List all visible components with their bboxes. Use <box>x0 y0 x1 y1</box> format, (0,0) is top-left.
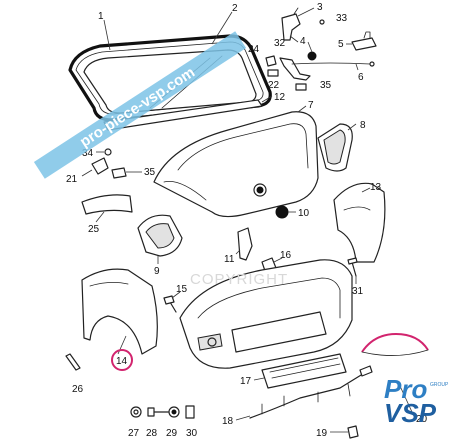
callout-6: 6 <box>358 72 364 83</box>
part-10-cap <box>275 205 289 219</box>
provsp-logo: Pro VSP GROUP <box>384 374 449 428</box>
callout-19: 19 <box>316 428 328 439</box>
callout-8: 8 <box>360 120 366 131</box>
part-30-spacer <box>185 405 195 419</box>
callout-30: 30 <box>186 428 198 439</box>
part-29-washer <box>168 406 180 418</box>
copyright-watermark: COPYRIGHT <box>190 271 288 288</box>
banner-background <box>33 31 247 179</box>
callout-16: 16 <box>280 250 292 261</box>
callout-11: 11 <box>224 254 235 265</box>
part-19-fastener <box>330 425 359 439</box>
part-9-left-tail-light <box>137 214 183 257</box>
part-8-right-tail-light <box>317 123 353 172</box>
part-18-wiring-harness <box>249 365 373 419</box>
callout-21: 21 <box>66 174 78 185</box>
callout-5: 5 <box>338 39 344 50</box>
callout-7: 7 <box>308 100 314 111</box>
callout-29: 29 <box>166 428 178 439</box>
callout-12: 12 <box>274 92 286 103</box>
part-5-bracket <box>351 31 377 51</box>
callout-4: 4 <box>300 36 306 47</box>
part-15-screw <box>163 295 177 313</box>
callout-28: 28 <box>146 428 158 439</box>
part-21-bracket <box>91 157 109 175</box>
logo-group-text: GROUP <box>430 382 449 388</box>
callout-9: 9 <box>154 266 160 277</box>
part-31-pin <box>347 257 358 277</box>
part-28-bolt <box>147 407 169 417</box>
part-27-washer <box>130 406 142 418</box>
part-25-panel <box>81 194 133 215</box>
callout-10: 10 <box>298 208 310 219</box>
part-20-car-illustration <box>361 332 429 356</box>
callout-26: 26 <box>72 384 84 395</box>
logo-pro-text: Pro <box>384 374 427 404</box>
part-34-clip <box>104 148 112 156</box>
callout-35a: 35 <box>320 80 332 91</box>
leader-lines <box>81 7 413 421</box>
callout-32: 32 <box>274 38 286 49</box>
part-11-bracket <box>237 227 253 261</box>
callout-17: 17 <box>240 376 252 387</box>
part-26-strip <box>65 353 81 371</box>
part-17-grille <box>261 353 347 389</box>
callout-labels: 1 2 3 33 32 4 5 24 22 6 35 12 7 8 34 21 … <box>66 2 428 439</box>
callout-3: 3 <box>317 2 323 13</box>
callout-2: 2 <box>232 3 238 14</box>
part-7-trunk-lid <box>153 111 319 218</box>
callout-35b: 35 <box>144 167 156 178</box>
callout-25: 25 <box>88 224 100 235</box>
callout-24: 24 <box>248 44 260 55</box>
callout-33: 33 <box>336 13 348 24</box>
highlight-circle-14 <box>111 349 133 371</box>
part-14-left-fender <box>81 268 158 355</box>
callout-34: 34 <box>82 148 94 159</box>
callout-1: 1 <box>98 11 104 22</box>
part-35b-bracket <box>111 167 127 179</box>
rear-bumper <box>179 259 353 369</box>
part-13-right-fender <box>333 182 386 263</box>
part-3-hinge <box>281 7 301 41</box>
callout-15: 15 <box>176 284 188 295</box>
callout-14: 14 <box>116 356 128 367</box>
callout-20: 20 <box>416 414 428 425</box>
part-22-pad <box>267 69 279 77</box>
copyright-text: COPYRIGHT <box>190 271 288 288</box>
part-6-cable <box>291 61 375 67</box>
part-33-clip <box>319 19 325 25</box>
callout-18: 18 <box>222 416 234 427</box>
callout-31: 31 <box>352 286 364 297</box>
logo-vsp-text: VSP <box>384 398 437 428</box>
part-35a-hinge-bracket <box>279 57 311 91</box>
part-4-nut <box>307 51 317 61</box>
callout-27: 27 <box>128 428 140 439</box>
callout-13: 13 <box>370 182 382 193</box>
callout-22: 22 <box>268 80 280 91</box>
part-24-clip <box>265 55 277 67</box>
